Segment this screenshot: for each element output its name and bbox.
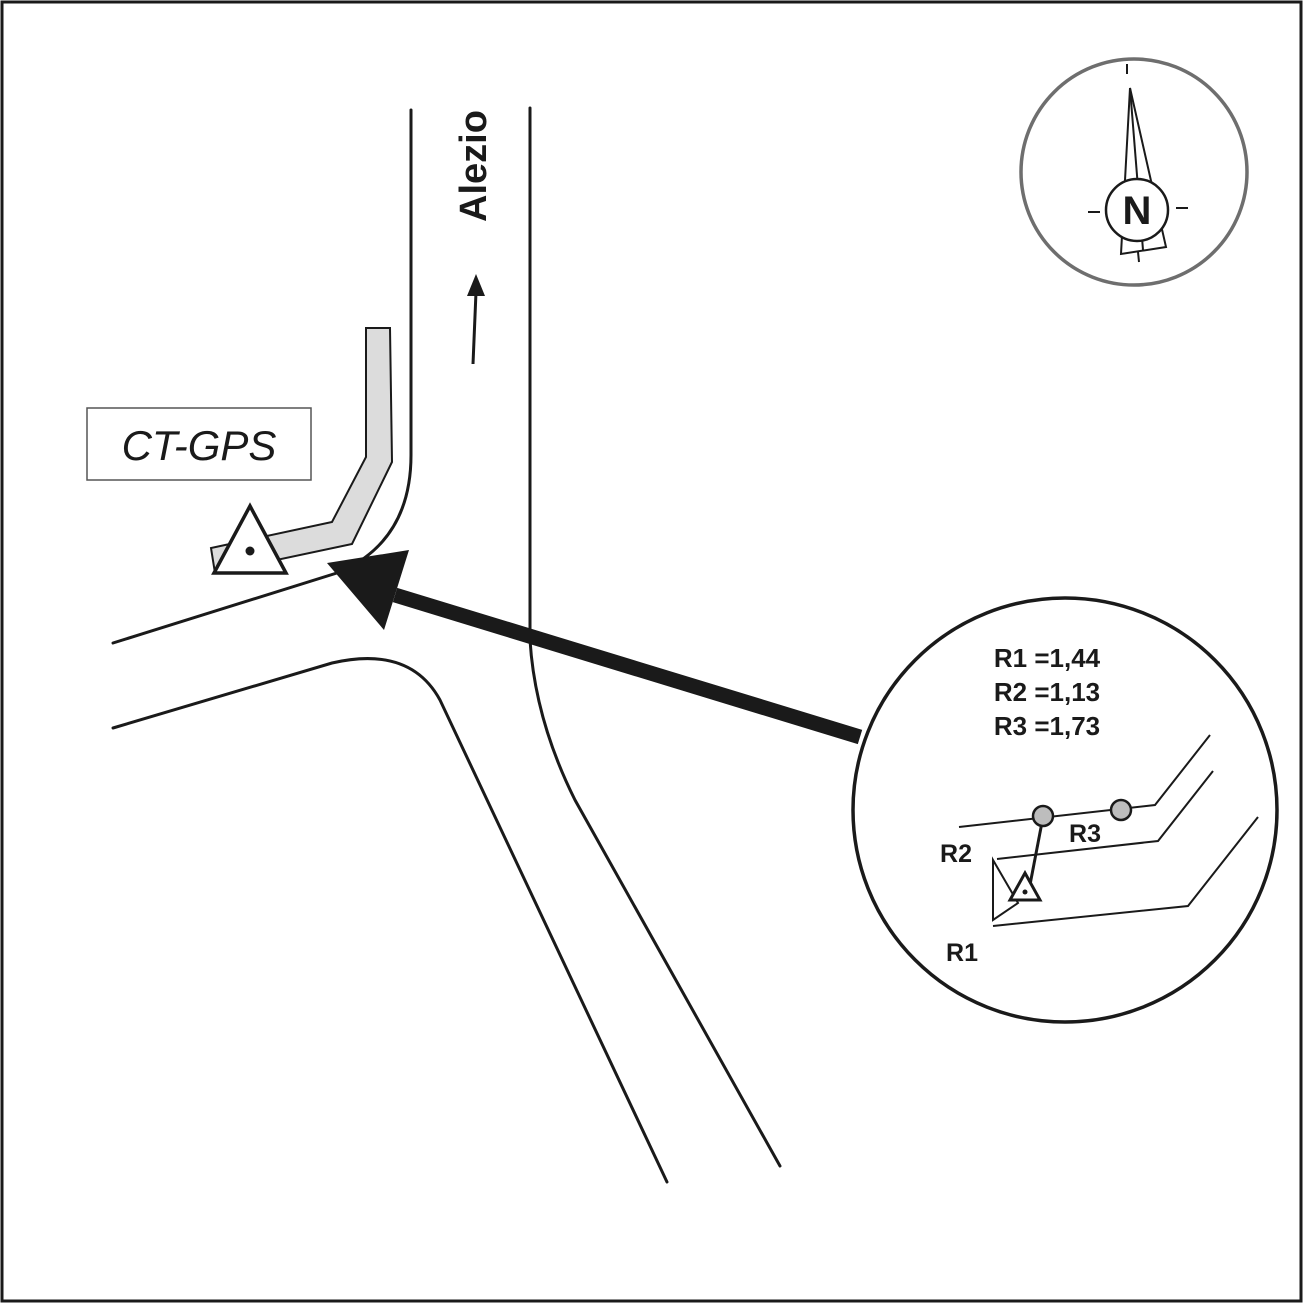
inset-triangle-with-dot-icon [1007,869,1043,902]
road-label: Alezio [453,110,495,222]
site-label: CT-GPS [122,422,277,469]
inset-reference-point [1109,798,1133,822]
inset-distance-r2: R2 =1,13 [994,677,1100,707]
arrow-up-icon [467,274,485,365]
inset-distance-r3: R3 =1,73 [994,711,1100,741]
inset-reference-point [1031,804,1055,828]
inset-distance-r1: R1 =1,44 [994,643,1101,673]
road-edge-south-west [111,657,669,1184]
road-edge-north-east [528,106,782,1168]
arrow-left-icon [327,550,863,745]
compass-north-icon: N [1019,57,1249,287]
site-label-box: CT-GPS [86,407,312,481]
inset-station-pad [992,856,1020,922]
inset-distance-list: R1 =1,44 R2 =1,13 R3 =1,73 [994,643,1101,741]
inset-label-r1: R1 [946,939,978,967]
compass-letter: N [1123,189,1152,233]
inset-label-r3: R3 [1069,820,1101,848]
inset-road-lines [958,734,1259,927]
inset-detail: R1 =1,44 R2 =1,13 R3 =1,73 R3 R2 R1 [851,596,1279,1024]
inset-label-r2: R2 [940,840,972,868]
triangle-with-dot-icon [211,502,289,575]
